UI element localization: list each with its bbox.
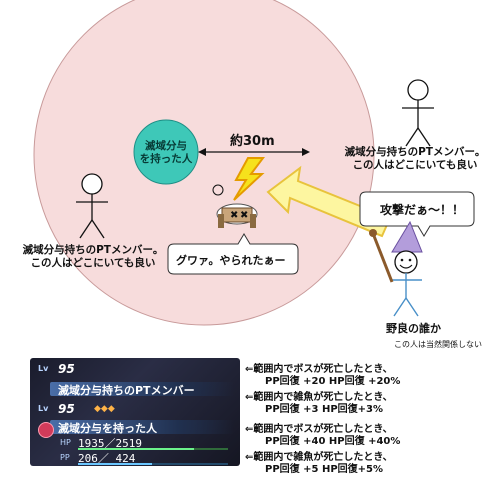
member-label-right-line1: 滅域分与持ちのPTメンバー。	[344, 146, 486, 158]
enemy-icon: ✖ ✖	[212, 184, 258, 228]
pp-value: 206／ 424	[78, 452, 136, 465]
hp-label: HP	[60, 438, 71, 447]
member-name: 滅域分与持ちのPTメンバー	[58, 384, 195, 397]
member-figure-right	[402, 79, 434, 147]
attacker-figure	[369, 220, 423, 317]
note-mob-holder: ⇐範囲内で雑魚が死亡したとき、 PP回復 +5 HP回復+5%	[245, 452, 393, 476]
note-4-line1: ⇐範囲内で雑魚が死亡したとき、	[245, 452, 393, 463]
distance-arrow-head-right	[302, 148, 310, 156]
enemy-speech: グワァ。やられたぁー	[176, 254, 286, 267]
member-figure-left	[76, 173, 108, 239]
party-status-panel: Lv 95 滅域分与持ちのPTメンバー Lv 95 ◆◆◆ 滅域分与を持った人 …	[30, 358, 240, 466]
attacker-speech-bubble	[359, 191, 475, 237]
hp-bar	[78, 448, 228, 450]
member-name-row: 滅域分与持ちのPTメンバー	[36, 380, 234, 397]
member-label-left-line2: この人はどこにいても良い	[30, 257, 156, 269]
hp-value: 1935／2519	[78, 437, 142, 450]
member-lv: 95	[58, 362, 75, 376]
holder-avatar-icon	[38, 422, 54, 438]
member-label-right: 滅域分与持ちのPTメンバー。 この人はどこにいても良い	[340, 146, 490, 172]
holder-lv: 95	[58, 402, 75, 416]
svg-text:✖: ✖	[240, 210, 248, 221]
attacker-name: 野良の誰か	[386, 322, 441, 335]
buff-icons: ◆◆◆	[94, 404, 115, 414]
center-node-line2: を持った人	[139, 153, 193, 165]
attacker-note: この人は当然関係しない	[394, 340, 482, 349]
holder-row: Lv 95 ◆◆◆	[36, 402, 234, 420]
member-label-left: 滅域分与持ちのPTメンバー。 この人はどこにいても良い	[18, 244, 168, 270]
note-boss-member: ⇐範囲内でボスが死亡したとき、 PP回復 +20 HP回復 +20%	[245, 364, 400, 388]
lightning-icon	[233, 157, 265, 201]
note-boss-holder: ⇐範囲内でボスが死亡したとき、 PP回復 +40 HP回復 +40%	[245, 424, 400, 448]
staff-icon	[372, 235, 394, 283]
holder-name: 滅域分与を持った人	[58, 422, 157, 435]
svg-text:✖: ✖	[230, 210, 238, 221]
pp-bar	[78, 463, 228, 465]
distance-arrow-head-left	[198, 148, 206, 156]
distance-label: 約30m	[230, 134, 275, 149]
holder-lv-label: Lv	[38, 404, 49, 413]
member-label-right-line2: この人はどこにいても良い	[352, 159, 478, 171]
note-2-line1: ⇐範囲内で雑魚が死亡したとき、	[245, 392, 393, 403]
member-lv-label: Lv	[38, 364, 49, 373]
note-4-line2: PP回復 +5 HP回復+5%	[265, 464, 384, 475]
attacker-speech: 攻撃だぁ～！！	[380, 203, 465, 217]
member-label-left-line1: 滅域分与持ちのPTメンバー。	[22, 244, 164, 256]
note-mob-member: ⇐範囲内で雑魚が死亡したとき、 PP回復 +3 HP回復+3%	[245, 392, 393, 416]
range-circle	[33, 0, 375, 326]
member-row: Lv 95	[36, 362, 234, 380]
holder-name-row: 滅域分与を持った人	[36, 418, 234, 435]
enemy-speech-bubble	[167, 233, 299, 275]
note-2-line2: PP回復 +3 HP回復+3%	[265, 404, 384, 415]
note-1-line1: ⇐範囲内でボスが死亡したとき、	[245, 364, 393, 375]
note-1-line2: PP回復 +20 HP回復 +20%	[265, 376, 401, 387]
center-node-line1: 滅域分与	[145, 140, 187, 152]
note-3-line1: ⇐範囲内でボスが死亡したとき、	[245, 424, 393, 435]
center-node-label: 滅域分与 を持った人	[134, 140, 198, 166]
note-3-line2: PP回復 +40 HP回復 +40%	[265, 436, 401, 447]
pp-label: PP	[60, 453, 70, 462]
